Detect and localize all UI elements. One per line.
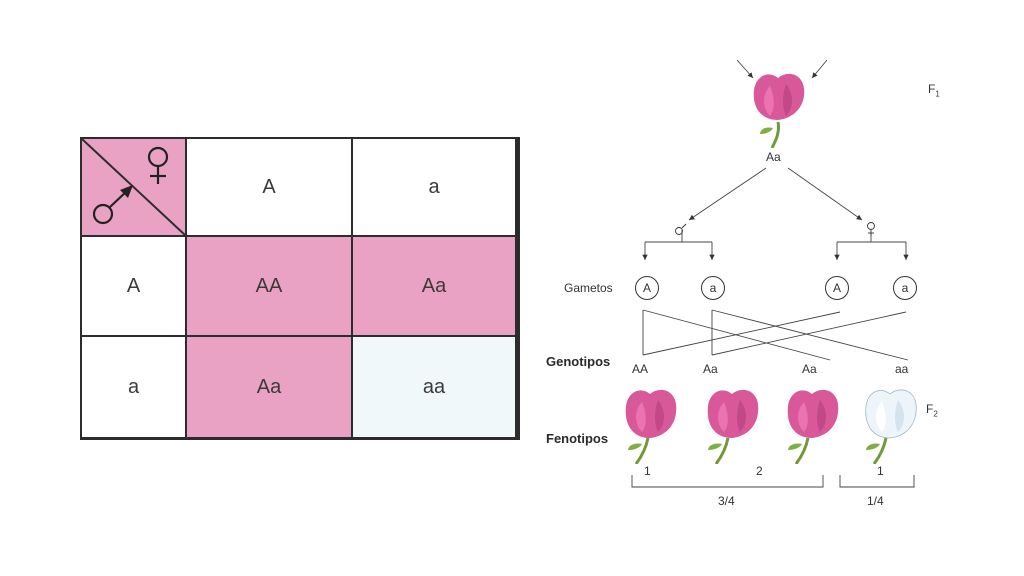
gamete-label: A [642, 281, 651, 295]
column-header-label: a [428, 175, 440, 198]
cross-lines [631, 59, 915, 488]
punnett-corner-cell [82, 139, 185, 235]
f2-pink-flower-icon [625, 389, 677, 464]
female-gamete-symbol-icon [867, 222, 875, 236]
f2-label: F2 [926, 402, 938, 419]
column-header-a: a [353, 139, 515, 235]
genotype-AA: AA [632, 362, 649, 376]
female-symbol-icon [147, 146, 169, 184]
cell-AA: AA [187, 237, 351, 335]
row-header-a: a [82, 337, 185, 437]
genotype-Aa-1: Aa [703, 362, 718, 376]
cell-aa: aa [353, 337, 515, 437]
f2-pink-flower-icon [707, 389, 759, 464]
parent-genotype-label: Aa [766, 150, 781, 164]
row-header-A: A [82, 237, 185, 335]
ratio-dominant: 3/4 [718, 494, 735, 508]
gamete-label: a [901, 281, 909, 295]
f2-white-flower-icon [865, 389, 917, 464]
punnett-square: A a A AA Aa a Aa aa [80, 137, 520, 440]
count-heterozygous: 2 [756, 464, 763, 478]
gamete-label: a [709, 281, 717, 295]
male-gamete-symbol-icon [675, 223, 687, 235]
genotype-label: aa [422, 375, 446, 398]
genotype-label: Aa [421, 274, 447, 297]
gamete-a-female: a [893, 276, 917, 300]
ratio-recessive: 1/4 [867, 494, 884, 508]
f1-pink-flower-icon [753, 73, 805, 148]
gamete-A-female: A [825, 276, 849, 300]
sex-symbols-diagonal [82, 139, 185, 235]
cell-Aa-top: Aa [353, 237, 515, 335]
row-header-label: A [126, 274, 141, 297]
gamete-label: A [832, 281, 841, 295]
count-homozygous-recessive: 1 [877, 464, 884, 478]
genotypes-row-label: Genotipos [546, 354, 611, 369]
f1-label: F1 [928, 82, 940, 99]
genotype-aa: aa [895, 362, 909, 376]
genotype-label: Aa [256, 375, 282, 398]
gametes-row-label: Gametos [564, 281, 613, 295]
row-header-label: a [127, 375, 140, 398]
f2-pink-flower-icon [787, 389, 839, 464]
gamete-A-male: A [635, 276, 659, 300]
count-homozygous-dominant: 1 [644, 464, 651, 478]
male-symbol-icon [92, 189, 129, 225]
genotype-label: AA [255, 274, 283, 297]
cell-Aa-bottom: Aa [187, 337, 351, 437]
monohybrid-cross-diagram: F1 Aa Gametos A a A a Genotipos AA Aa Aa… [540, 50, 1000, 530]
column-header-label: A [262, 175, 276, 198]
genotype-Aa-2: Aa [802, 362, 817, 376]
gamete-a-male: a [701, 276, 725, 300]
column-header-A: A [187, 139, 351, 235]
phenotypes-row-label: Fenotipos [546, 431, 609, 446]
